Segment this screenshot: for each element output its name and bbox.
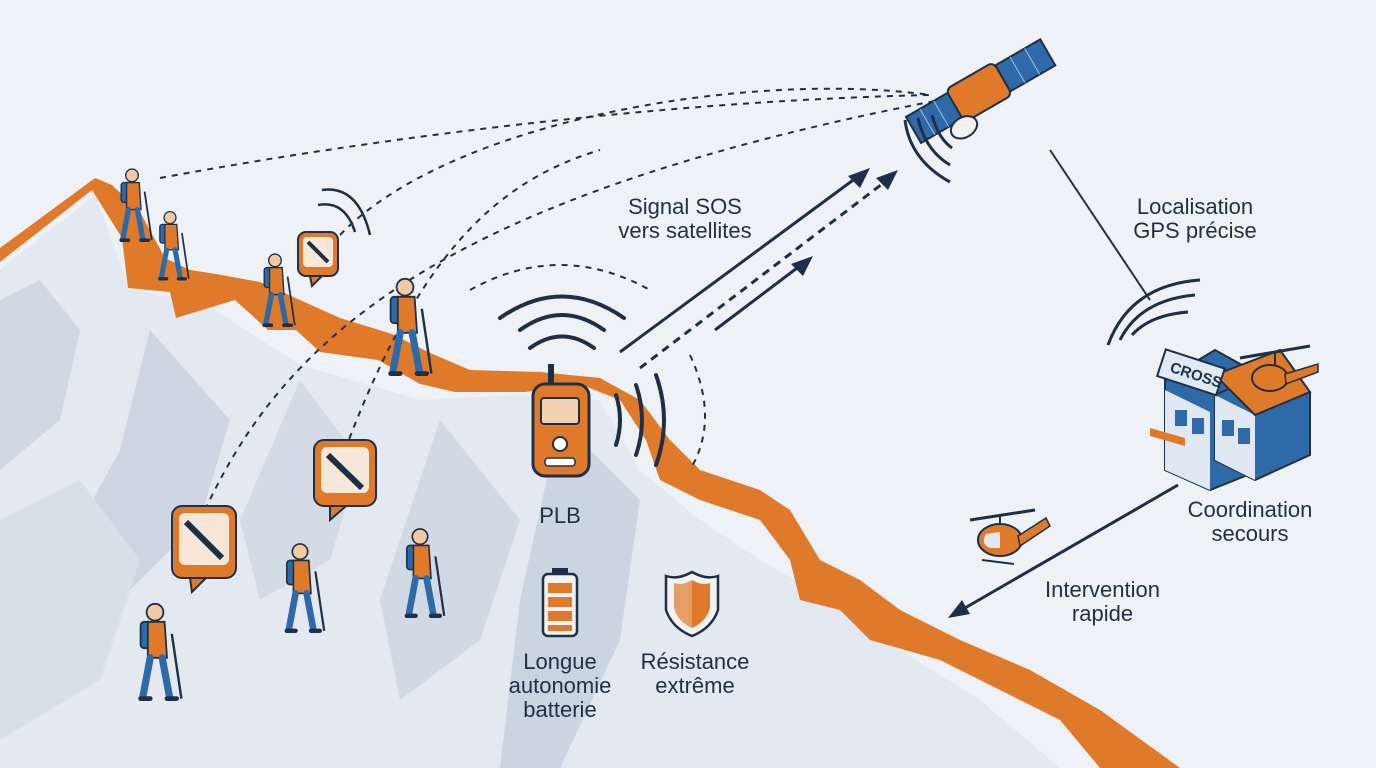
sos-signal-arrows [619, 173, 891, 370]
plb-label: PLB [539, 503, 581, 528]
hiker-icon [284, 543, 326, 634]
hiker-icon [158, 211, 190, 281]
building-icon: CROSS [1150, 348, 1312, 492]
satellite-icon [904, 38, 1057, 145]
helicopter-icon [969, 508, 1051, 565]
battery-label: Longue autonomie batterie [505, 650, 615, 722]
satellite-speech-bubble-icon [297, 231, 339, 289]
battery-line-2: autonomie [508, 673, 612, 698]
hiker-icon [388, 277, 433, 377]
sos-signal-label: Signal SOS vers satellites [600, 195, 770, 243]
roof-helicopter-icon [1239, 344, 1319, 392]
orange-trail [0, 178, 1180, 768]
intervention-line-2: rapide [1071, 601, 1134, 626]
gps-line-2: GPS précise [1133, 218, 1257, 243]
intervention-label: Intervention rapide [1030, 578, 1175, 626]
battery-line-1: Longue [523, 649, 597, 674]
hikers-group [119, 168, 446, 702]
satellite-speech-bubble-icon [313, 439, 377, 523]
coordination-line-2: secours [1211, 521, 1289, 546]
battery-line-3: batterie [523, 697, 597, 722]
plb-signal-waves [498, 294, 666, 467]
resistance-line-1: Résistance [640, 649, 750, 674]
sos-signal-line-2: vers satellites [618, 218, 752, 243]
coordination-line-1: Coordination [1187, 497, 1313, 522]
hiker-icon [119, 168, 153, 243]
satellite-signal-waves [903, 114, 953, 184]
satellite-speech-bubble-icon [171, 505, 237, 595]
gps-line-1: Localisation [1136, 194, 1254, 219]
resistance-label: Résistance extrême [630, 650, 760, 698]
sos-signal-line-1: Signal SOS [628, 194, 742, 219]
battery-icon [541, 568, 579, 638]
hiker-icon [404, 528, 446, 619]
hiker-icon [262, 253, 296, 328]
gps-label: Localisation GPS précise [1120, 195, 1270, 243]
coordination-label: Coordination secours [1175, 498, 1325, 546]
resistance-line-2: extrême [655, 673, 735, 698]
plb-device-icon [531, 364, 591, 478]
intervention-line-1: Intervention [1045, 577, 1160, 602]
hiker-icon [138, 602, 183, 702]
shield-icon [664, 570, 720, 638]
satellite-dashed-links [159, 87, 941, 511]
